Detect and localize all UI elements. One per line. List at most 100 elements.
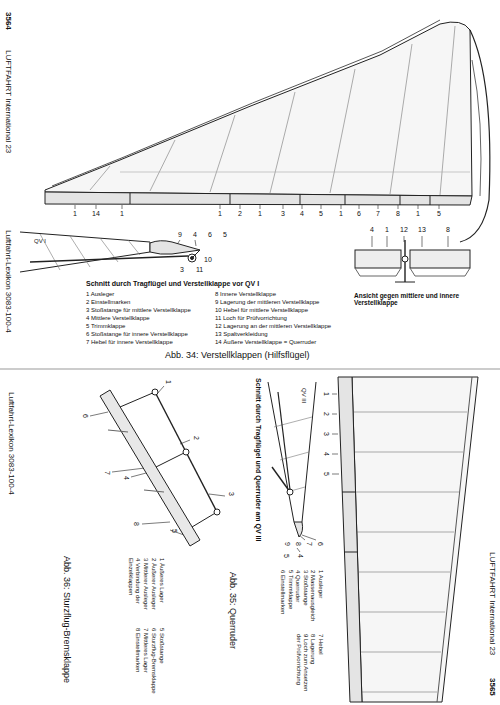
part-list-item: 2 Massenausgleich bbox=[310, 570, 317, 621]
figure-caption: Abb. 35: Querruder bbox=[228, 572, 238, 649]
callout-number: 6 bbox=[81, 414, 89, 418]
flap-end-view bbox=[355, 250, 401, 268]
wing-planform bbox=[52, 20, 440, 186]
callout-number: 1 bbox=[73, 210, 77, 218]
callout-number: 3 bbox=[281, 210, 285, 218]
wing-rib bbox=[354, 412, 467, 413]
callout-number: 11 bbox=[196, 266, 203, 274]
part-list-item: 12 Lagerung an der mittleren Verstellkla… bbox=[215, 323, 331, 330]
callout-number: 9 bbox=[283, 542, 291, 546]
wing-rib bbox=[90, 26, 470, 195]
callout-number: 8 bbox=[446, 226, 450, 234]
part-list-item: 10 Hebel für mittlere Verstellklappe bbox=[215, 307, 308, 314]
dive-brake bbox=[214, 509, 220, 515]
part-list-item: 9 Lagerung der mittleren Verstellklappe bbox=[215, 299, 319, 306]
callout-number: 5 bbox=[282, 554, 290, 558]
aileron-strip bbox=[344, 552, 358, 553]
flap-end-view bbox=[355, 240, 470, 282]
callout-number: 5 bbox=[322, 472, 330, 476]
callout-number: 1 bbox=[385, 226, 389, 234]
callout-number: 3 bbox=[227, 492, 235, 496]
aileron-strip bbox=[338, 377, 362, 702]
page-upper: 3564LUFTFAHRT International 23Luftfahrt-… bbox=[0, 0, 500, 372]
page-header: 3564 bbox=[3, 12, 12, 30]
aileron-section bbox=[294, 522, 303, 537]
part-list-item: 8 Innere Verstellklappe bbox=[215, 291, 276, 298]
wing-section bbox=[192, 250, 200, 258]
dive-brake bbox=[155, 392, 217, 512]
flap-end-view bbox=[410, 250, 470, 268]
callout-number: 12 bbox=[400, 226, 408, 234]
aileron-section bbox=[268, 382, 316, 537]
wing-section bbox=[30, 256, 188, 262]
section-caption: Schnitt durch Tragflügel und Verstellkla… bbox=[86, 280, 259, 288]
callout-number: 5 bbox=[170, 529, 178, 533]
callout-number: 4 bbox=[122, 476, 130, 480]
wing-rib bbox=[356, 492, 459, 493]
page-lower: Luftfahrt-Lexikon 3083-100-4LUFTFAHRT In… bbox=[0, 372, 500, 705]
wing-rib bbox=[90, 166, 110, 190]
callout-number: 4 bbox=[322, 452, 330, 456]
page-edge bbox=[0, 369, 500, 370]
page-header: 3565 bbox=[488, 678, 497, 696]
flap-strip bbox=[400, 195, 401, 205]
callout-number: 14 bbox=[92, 210, 100, 218]
flap-strip bbox=[130, 193, 131, 204]
callout-number: 8 bbox=[132, 522, 140, 526]
callout-number: 7 bbox=[305, 542, 313, 546]
part-list-item: 3 Stoßstange bbox=[302, 570, 309, 606]
callout-number: 4 bbox=[300, 210, 304, 218]
callout-number: 8 bbox=[396, 210, 400, 218]
callout-number: 9 bbox=[178, 231, 182, 239]
callout-number: 7 bbox=[376, 210, 380, 218]
callout-number: 2 bbox=[322, 412, 330, 416]
part-list-item: 2 Einstellmarken bbox=[86, 299, 130, 306]
wing-rib bbox=[150, 140, 175, 191]
part-list-item: 4 Verbindung der Einzelklappen bbox=[127, 558, 141, 626]
flap-strip bbox=[300, 194, 301, 205]
wing-planform bbox=[460, 30, 490, 242]
callout-number: 10 bbox=[204, 256, 212, 264]
wing-rib bbox=[440, 26, 455, 195]
part-list-item: 7 Hebel für innere Verstellklappe bbox=[86, 339, 173, 346]
wing-rib bbox=[361, 652, 441, 653]
wing-rib bbox=[390, 44, 412, 194]
dive-brake bbox=[120, 392, 217, 527]
part-list-item: 1 Äußeres Lager bbox=[158, 558, 165, 626]
flap-strip bbox=[230, 194, 231, 204]
wing-rib bbox=[362, 692, 437, 693]
wing-rib bbox=[354, 412, 467, 692]
callout-number: 1 bbox=[218, 210, 222, 218]
flap-strip bbox=[45, 192, 472, 205]
aileron-section bbox=[274, 417, 312, 492]
part-list-item: 1 Ausleger bbox=[317, 570, 324, 598]
wing-section bbox=[20, 232, 200, 272]
callout-number: 6 bbox=[316, 542, 324, 546]
wing-rib bbox=[270, 92, 295, 193]
callout-number: 5 bbox=[437, 210, 441, 218]
callout-number: 8 bbox=[294, 542, 302, 546]
part-list-item: 11 Loch für Prüfvorrichtung bbox=[215, 315, 287, 322]
part-list-item: 7 Hebel bbox=[317, 634, 324, 655]
wing-planform bbox=[437, 377, 472, 702]
part-list-item: 1 Ausleger bbox=[86, 291, 114, 298]
dive-brake bbox=[183, 449, 189, 455]
flap-strip bbox=[45, 192, 472, 205]
page-header: LUFTFAHRT International 23 bbox=[488, 552, 497, 655]
wing-section bbox=[150, 241, 200, 255]
wing-rib bbox=[360, 612, 445, 613]
part-list-item: 8 Einstellmarken bbox=[134, 628, 141, 698]
page-header: Luftfahrt-Lexikon 3083-100-4 bbox=[3, 230, 12, 333]
dive-brake bbox=[108, 430, 164, 492]
section-mark: QV I bbox=[34, 238, 46, 245]
wing-rib bbox=[355, 452, 463, 453]
callout-number: 3 bbox=[180, 266, 184, 274]
dive-brake bbox=[100, 390, 200, 546]
callout-number: 13 bbox=[418, 226, 426, 234]
callout-number: 7 bbox=[103, 471, 111, 475]
callout-number: 1 bbox=[120, 210, 124, 218]
callout-number: 2 bbox=[192, 436, 200, 440]
callout-number: 2 bbox=[238, 210, 242, 218]
aileron-strip bbox=[338, 377, 362, 702]
callout-number: 5 bbox=[223, 231, 227, 239]
